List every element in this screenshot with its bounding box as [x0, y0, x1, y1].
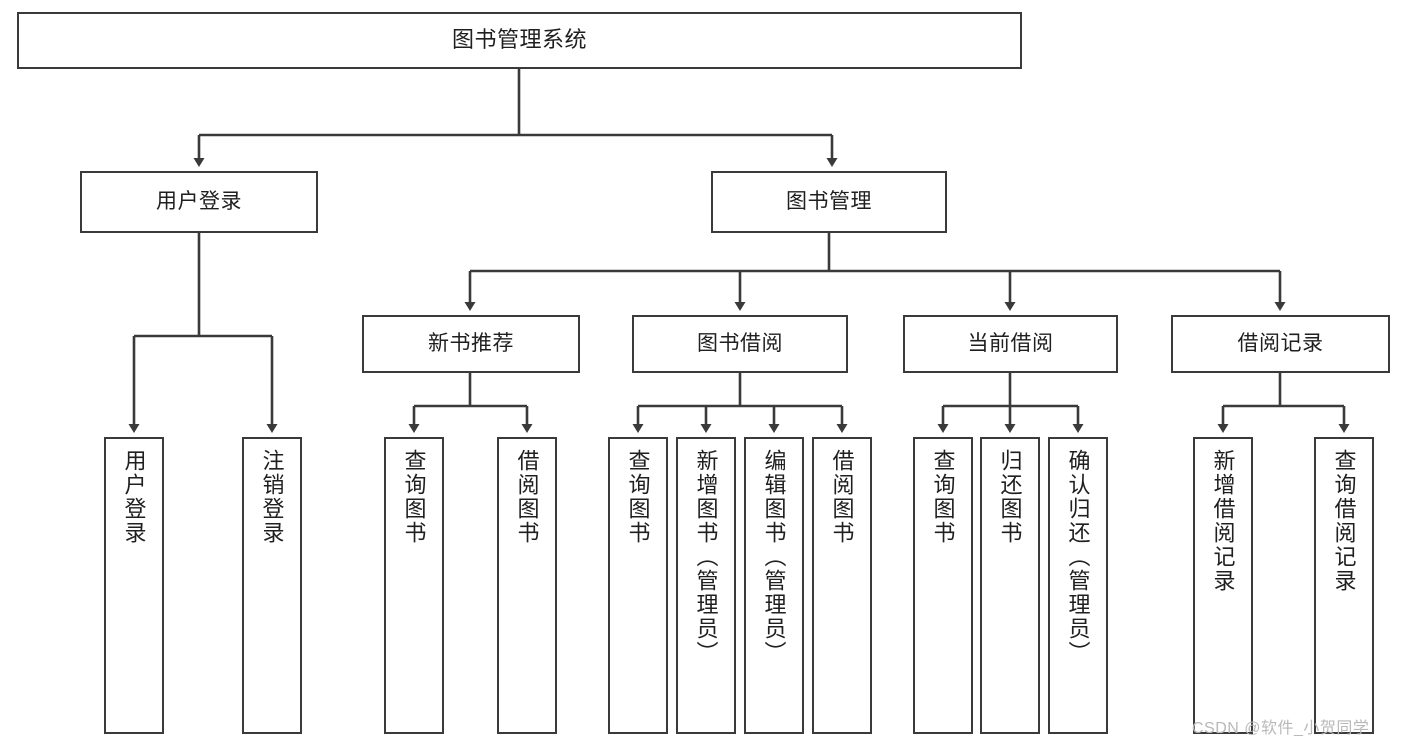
node-label: 借阅记录 — [1237, 332, 1324, 356]
node-label: 图书借阅 — [697, 332, 783, 356]
leaf-confirm-return[interactable]: 确认归还（管理员） — [1048, 437, 1108, 734]
node-label: 图书管理 — [786, 190, 872, 214]
node-book-borrow[interactable]: 图书借阅 — [632, 315, 848, 373]
node-label: 归还图书 — [997, 449, 1023, 545]
node-label: 当前借阅 — [967, 332, 1054, 356]
node-label: 新增借阅记录 — [1210, 449, 1236, 593]
leaf-borrow-book-1[interactable]: 借阅图书 — [497, 437, 557, 734]
leaf-logout[interactable]: 注销登录 — [242, 437, 302, 734]
node-user-login[interactable]: 用户登录 — [80, 171, 318, 233]
node-label: 查询图书 — [930, 449, 956, 545]
leaf-add-book[interactable]: 新增图书（管理员） — [676, 437, 736, 734]
node-root-system[interactable]: 图书管理系统 — [17, 12, 1022, 69]
node-label: 用户登录 — [121, 449, 147, 545]
node-label: 用户登录 — [156, 190, 242, 214]
leaf-query-record[interactable]: 查询借阅记录 — [1314, 437, 1374, 734]
node-label: 新增图书（管理员） — [693, 449, 719, 665]
node-label: 图书管理系统 — [451, 27, 587, 53]
node-label: 查询图书 — [401, 449, 427, 545]
node-current-borrow[interactable]: 当前借阅 — [903, 315, 1118, 373]
node-label: 新书推荐 — [428, 332, 514, 356]
csdn-watermark: CSDN @软件_小贺同学 — [1192, 720, 1370, 737]
leaf-edit-book[interactable]: 编辑图书（管理员） — [744, 437, 804, 734]
leaf-borrow-book-2[interactable]: 借阅图书 — [812, 437, 872, 734]
node-label: 编辑图书（管理员） — [761, 449, 787, 665]
node-label: 借阅图书 — [514, 449, 540, 545]
leaf-return-book[interactable]: 归还图书 — [980, 437, 1040, 734]
leaf-user-login[interactable]: 用户登录 — [104, 437, 164, 734]
node-label: 注销登录 — [259, 449, 285, 545]
node-borrow-record[interactable]: 借阅记录 — [1171, 315, 1390, 373]
leaf-add-record[interactable]: 新增借阅记录 — [1193, 437, 1253, 734]
node-label: 查询图书 — [625, 449, 651, 545]
node-label: 查询借阅记录 — [1331, 449, 1357, 593]
node-new-book-recommend[interactable]: 新书推荐 — [362, 315, 580, 373]
node-label: 确认归还（管理员） — [1065, 449, 1091, 665]
leaf-query-book-2[interactable]: 查询图书 — [608, 437, 668, 734]
leaf-query-book-3[interactable]: 查询图书 — [913, 437, 973, 734]
leaf-query-book-1[interactable]: 查询图书 — [384, 437, 444, 734]
node-label: 借阅图书 — [829, 449, 855, 545]
node-book-management[interactable]: 图书管理 — [711, 171, 947, 233]
